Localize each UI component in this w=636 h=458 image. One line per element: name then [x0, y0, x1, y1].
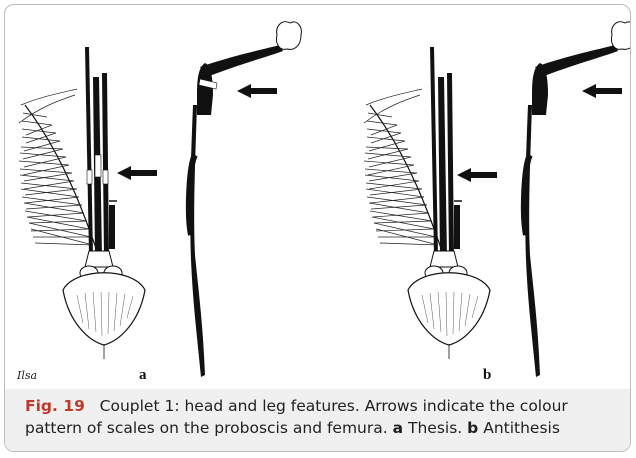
figure-frame: Ilsa a b Fig. 19 Couplet 1: head and leg… [4, 4, 631, 452]
panel-b-leg-drawing [524, 22, 631, 377]
figure-number: Fig. 19 [25, 397, 85, 415]
panel-label-a: a [139, 367, 147, 384]
panel-label-b: b [483, 367, 491, 384]
artist-signature: Ilsa [17, 369, 37, 382]
caption-marker-a: a [393, 419, 403, 437]
arrow-left-icon [457, 168, 497, 182]
figure-drawing [5, 5, 631, 389]
arrow-left-icon [582, 84, 622, 98]
panel-a-head-drawing [19, 47, 145, 359]
caption-thesis: Thesis. [408, 419, 462, 437]
panel-b-head-drawing [364, 47, 490, 359]
panel-a-leg-drawing [189, 22, 301, 377]
arrow-left-icon [117, 166, 157, 180]
arrow-left-icon [237, 84, 277, 98]
caption-antithesis: Antithesis [483, 419, 560, 437]
caption-marker-b: b [467, 419, 478, 437]
figure-caption: Fig. 19 Couplet 1: head and leg features… [25, 395, 625, 439]
